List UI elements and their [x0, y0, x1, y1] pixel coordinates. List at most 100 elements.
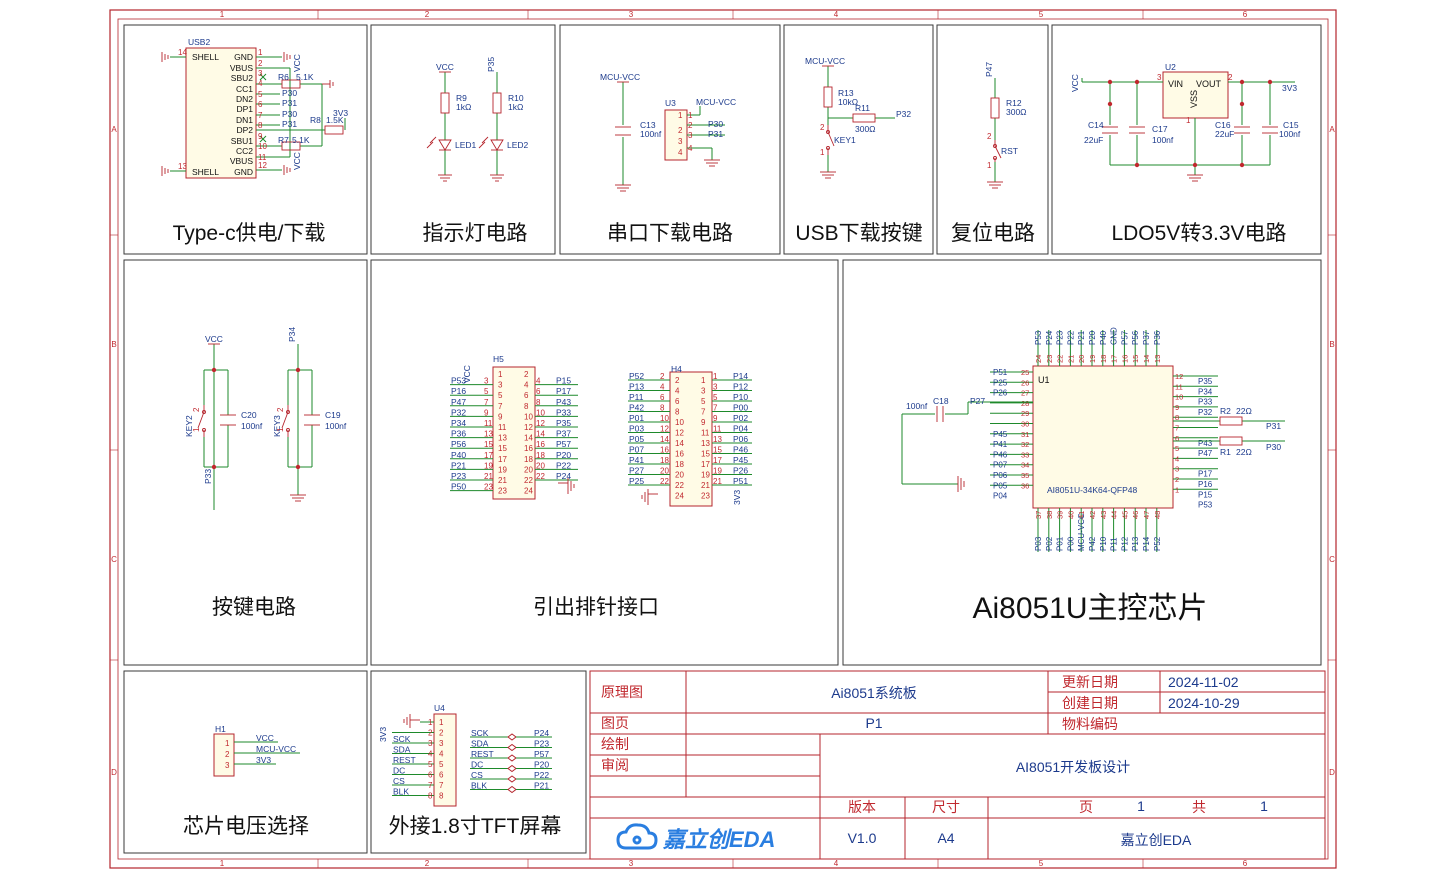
tft-pin-outer: 6 [428, 771, 433, 780]
h4-left-net: P52 [629, 371, 644, 381]
usb-pin-4: CC1 [236, 84, 253, 94]
led2-ref: LED2 [507, 140, 529, 150]
mcu-bottom-pin: 41 [1077, 511, 1086, 519]
usb-pin-10: CC2 [236, 146, 253, 156]
tb-label-material: 物料编码 [1062, 716, 1118, 732]
u3-header [664, 109, 688, 161]
h5-header [492, 366, 536, 500]
h4-right-net: P02 [733, 413, 748, 423]
h5-left-pin: 3 [484, 377, 489, 386]
grid-col-4: 4 [834, 10, 839, 19]
h4-left-pin: 8 [660, 404, 665, 413]
u3-pinout-1: 1 [688, 111, 693, 120]
r13-value: 10kΩ [838, 97, 858, 107]
u3-pinout-3: 3 [688, 131, 693, 140]
h5-left-pin: 21 [484, 472, 493, 481]
mcu-left-net: P51 [993, 368, 1008, 377]
title-vsel: 芯片电压选择 [183, 815, 309, 838]
mcu-left-pin: 27 [1021, 389, 1029, 398]
tft-net-port [507, 754, 517, 762]
tft-pin-inner: 7 [439, 781, 444, 790]
h4-inner-right-pin: 21 [701, 481, 710, 490]
h5-left-pin: 7 [484, 398, 489, 407]
h4-left-pin: 22 [660, 477, 669, 486]
tft-pin-inner: 1 [439, 718, 444, 727]
title-usbkey: USB下载按键 [795, 222, 922, 245]
mcu-bottom-pin: 42 [1088, 511, 1097, 519]
mcu-top-pin: 22 [1056, 355, 1065, 363]
tft-pin-outer: 5 [428, 760, 433, 769]
usb-pinnum-12: 12 [258, 161, 267, 170]
usb-pinnum-1: 1 [258, 48, 263, 57]
h5-right-net: P17 [556, 386, 571, 396]
mcu-bottom-pin: 40 [1066, 511, 1075, 519]
h5-left-net: P34 [451, 418, 466, 428]
tft-pin-outer: 7 [428, 781, 433, 790]
u3-pinout-4: 4 [688, 144, 693, 153]
title-block: 原理图 图页 绘制 审阅 Ai8051系统板 P1 更新日期 2024-11-0… [589, 670, 1326, 860]
h4-inner-left-pin: 8 [675, 408, 680, 417]
r13-ref: R13 [838, 88, 854, 98]
mcu-net-p31: P31 [1266, 421, 1281, 431]
tb-name: Ai8051系统板 [831, 685, 917, 701]
h4-right-pin: 5 [713, 393, 718, 402]
tft-pin-outer: 8 [428, 792, 433, 801]
h4-header [669, 371, 713, 507]
u3-pin-2: 2 [678, 126, 683, 135]
uart-net-mcuvcc2: MCU-VCC [696, 97, 736, 107]
h5-left-net: P53 [451, 376, 466, 386]
c18-value: 100nf [906, 401, 928, 411]
section-frames [123, 24, 1322, 854]
h4-left-net: P07 [629, 445, 644, 455]
h5-right-net: P15 [556, 376, 571, 386]
logo-text: 嘉立创EDA [662, 827, 775, 852]
vsel-net-3v3: 3V3 [256, 755, 271, 765]
u2-vss: VSS [1189, 90, 1199, 108]
usb-pin-8: DP2 [236, 125, 253, 135]
tft-net-port [507, 733, 517, 741]
tft-mid-net: REST [471, 749, 494, 759]
h5-inner-left-pin: 11 [498, 423, 507, 432]
tb-label-total: 共 [1192, 799, 1206, 815]
r12-ref: R12 [1006, 98, 1022, 108]
mcu-bottom-net: P00 [1066, 536, 1075, 551]
u1-mcu-chip [1032, 365, 1174, 509]
h4-inner-left-pin: 2 [675, 376, 680, 385]
usb-pin-1: GND [234, 52, 253, 62]
mcu-top-net: P53 [1034, 330, 1043, 345]
h1-pin-1: 1 [225, 739, 230, 748]
h4-ref: H4 [671, 364, 682, 374]
h5-left-net: P36 [451, 429, 466, 439]
mcu-right-pin: 7 [1175, 424, 1179, 433]
tft-pin-inner: 6 [439, 771, 444, 780]
mcu-right-net: P47 [1198, 449, 1213, 458]
mcu-top-pin: 19 [1088, 355, 1097, 363]
cloud-icon [616, 823, 658, 850]
tft-net-3v3: 3V3 [378, 727, 388, 742]
tft-mid-net: CS [471, 770, 483, 780]
h4-left-pin: 12 [660, 425, 669, 434]
mcu-left-pin: 28 [1021, 399, 1029, 408]
tft-pin-outer: 2 [428, 729, 433, 738]
r7-value: 5.1K [292, 135, 310, 145]
mcu-top-net: P23 [1056, 330, 1065, 345]
usb-pinnum-14: 14 [178, 48, 187, 57]
keys-net-vcc: VCC [205, 334, 223, 344]
h1-pin-2: 2 [225, 750, 230, 759]
usb-pin-6: DP1 [236, 104, 253, 114]
r10-value: 1kΩ [508, 102, 523, 112]
tft-mid-net: BLK [471, 781, 487, 791]
u3-ref: U3 [665, 98, 676, 108]
usb-net-p31b: P31 [282, 119, 297, 129]
h4-left-pin: 14 [660, 435, 669, 444]
h5-left-pin: 19 [484, 461, 493, 470]
mcu-bottom-net: MCU-VCC [1077, 513, 1086, 551]
mcu-left-net: P41 [993, 440, 1008, 449]
key3-ref: KEY3 [272, 415, 282, 437]
mcu-bottom-net: P52 [1153, 536, 1162, 551]
h4-inner-left-pin: 20 [675, 471, 684, 480]
mcu-left-pin: 31 [1021, 430, 1029, 439]
key1-ref: KEY1 [834, 135, 856, 145]
h5-right-net: P24 [556, 471, 571, 481]
mcu-top-pin: 17 [1110, 355, 1119, 363]
